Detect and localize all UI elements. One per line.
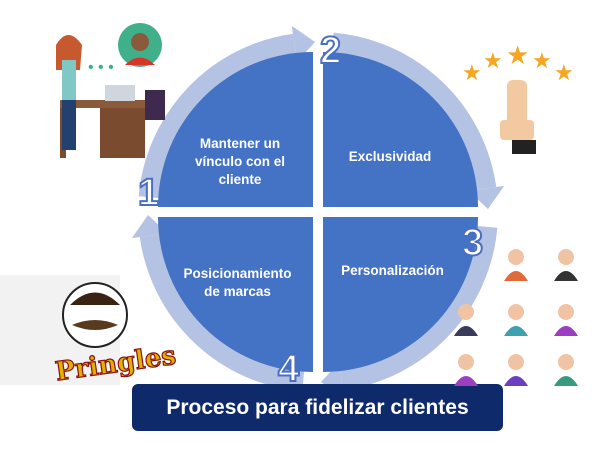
step-2-number: 2 [319,29,342,73]
star-icon: ★ [462,60,482,85]
step-3-number: 3 [461,221,484,265]
person-body-icon [504,376,528,386]
step-2-label: Exclusividad [348,149,432,164]
step-4-label: Posicionamiento de marcas [183,266,292,299]
person-body-icon [554,376,578,386]
step-4-number: 4 [277,347,300,391]
person-body-icon [554,326,578,336]
ring-arrow-2 [331,32,497,190]
person-body-icon [454,376,478,386]
person-avatar-icon [508,354,524,370]
star-icon: ★ [483,48,503,73]
arrowhead-icon [468,185,505,210]
quadrant-step-4 [158,217,313,372]
customer-avatars [454,249,578,386]
ring-arrow-3 [340,225,498,391]
star-icon: ★ [532,48,552,73]
person-body-icon [454,326,478,336]
title-text: Proceso para fidelizar clientes [166,395,469,419]
svg-text:• • •: • • • [88,59,114,76]
pringles-logo: Pringles [0,275,178,388]
star-icon: ★ [554,60,574,85]
person-avatar-icon [558,304,574,320]
title-banner: Proceso para fidelizar clientes [132,384,503,431]
person-avatar-icon [558,354,574,370]
hand-icon [500,80,536,154]
step-1-number: 1 [137,171,160,215]
person-avatar-icon [508,304,524,320]
ring-arrow-1 [138,33,296,199]
step-1-label: Mantener un vínculo con el cliente [194,136,286,187]
quadrant-step-1 [158,52,313,207]
person-body-icon [554,271,578,281]
arrowhead-icon [131,214,168,239]
person-body-icon [504,326,528,336]
step-3-label: Personalización [341,263,444,278]
person-avatar-icon [558,249,574,265]
arrowhead-icon [291,25,316,62]
woman-at-desk-illustration: • • • [56,23,165,158]
person-avatar-icon [458,304,474,320]
ring-arrow-4 [139,234,305,392]
person-avatar-icon [508,249,524,265]
star-icon: ★ [506,40,530,70]
quadrant-step-3 [323,217,478,372]
person-avatar-icon [458,354,474,370]
person-body-icon [504,271,528,281]
quadrant-step-2 [323,52,478,207]
